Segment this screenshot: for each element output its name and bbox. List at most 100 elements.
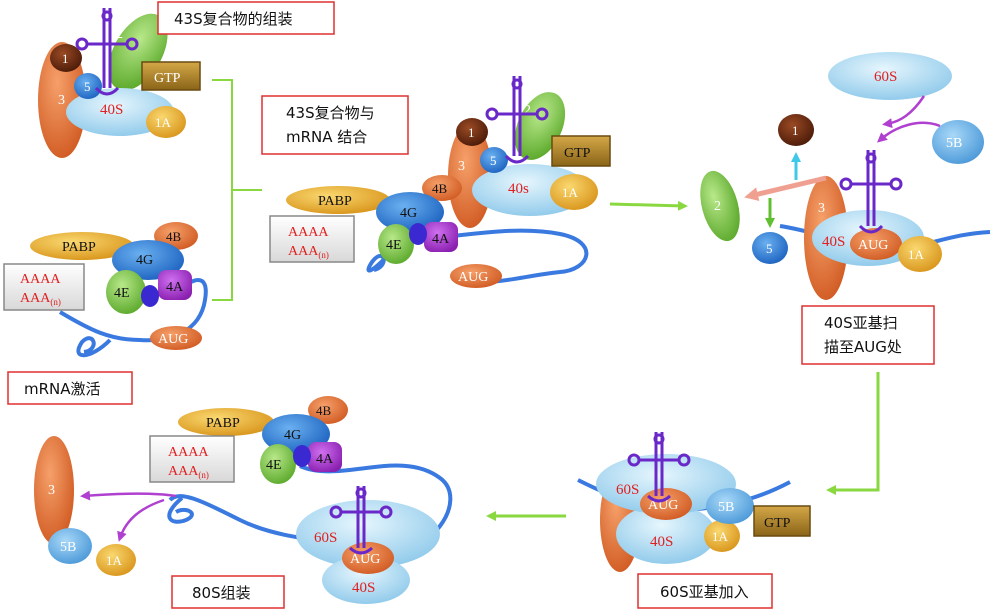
polya-box xyxy=(3,263,85,311)
arrow-release-2 xyxy=(744,175,827,201)
eif5b-label-free: 5B xyxy=(946,136,962,151)
cap-shape-6 xyxy=(293,445,311,467)
panel-43s-binding: 3 2 40s 1 5 1A GTP PABP 4B 4G 4E 4A xyxy=(269,76,611,288)
label-mrna-activation: mRNA激活 xyxy=(7,371,133,405)
aug-shape-2 xyxy=(450,264,502,288)
pabp-shape-2 xyxy=(286,186,390,214)
arrow-60s-release xyxy=(882,95,926,129)
eif1a-label-4: 1A xyxy=(908,247,925,262)
eif4a-shape-6 xyxy=(308,442,342,472)
cap-shape xyxy=(141,285,159,307)
panel-60s-joining: 40S 60S AUG 1A 5B GTP xyxy=(577,432,811,572)
eif1-label-released: 1 xyxy=(792,123,799,138)
eif5-label-2: 5 xyxy=(490,153,497,168)
pabp-label-2: PABP xyxy=(318,194,352,209)
eif1a-label-2: 1A xyxy=(562,185,579,200)
trna-icon-5 xyxy=(627,432,691,503)
arrow-scanning-to-60s-join xyxy=(826,372,880,495)
eif5b-shape-5 xyxy=(706,488,754,524)
polya-line1: AAAA xyxy=(20,272,61,287)
polya-line2-2: AAA(n) xyxy=(288,244,329,260)
aug-shape xyxy=(150,326,202,350)
eif4e-shape-6 xyxy=(260,444,296,484)
eif1a-shape-4 xyxy=(898,236,942,272)
eif4e-label-2: 4E xyxy=(386,238,402,253)
eif4b-shape-2 xyxy=(422,175,462,201)
label-60s-joining-text: 60S亚基加入 xyxy=(660,583,749,601)
label-40s-scanning-line1: 40S亚基扫 xyxy=(824,314,898,332)
eif4e-label: 4E xyxy=(114,286,130,301)
eif5b-shape-6 xyxy=(48,528,92,564)
eif5-shape-2 xyxy=(480,147,508,173)
gtp-box-2 xyxy=(551,135,611,167)
eif1a-label-5: 1A xyxy=(712,529,729,544)
polya-line2: AAA(n) xyxy=(20,291,61,307)
eif5-label-released: 5 xyxy=(766,241,773,256)
eif1-label: 1 xyxy=(62,51,69,66)
eif4e-label-6: 4E xyxy=(266,458,282,473)
eif5b-label-5: 5B xyxy=(718,500,734,515)
label-43s-binding-line1: 43S复合物与 xyxy=(286,104,375,122)
polya-line1-2: AAAA xyxy=(288,225,329,240)
eif1-label-2: 1 xyxy=(468,125,475,140)
merge-bracket xyxy=(212,79,262,301)
eif3-label-4: 3 xyxy=(818,201,825,216)
trna-icon-6 xyxy=(329,486,393,555)
panel-80s-assembly: 60S 40S AUG PABP 4B 4G 4E 4A AAAA AAA(n)… xyxy=(34,396,453,604)
mrna-strand-2 xyxy=(366,228,589,284)
60s-subunit-5 xyxy=(596,454,736,514)
eif5-label: 5 xyxy=(84,79,91,94)
eif2-shape-released xyxy=(700,170,740,242)
trna-icon xyxy=(75,8,139,96)
eif1a-label: 1A xyxy=(155,115,172,130)
60s-label-free: 60S xyxy=(874,69,897,85)
gtp-label-2: GTP xyxy=(564,146,591,161)
eif1a-shape xyxy=(146,106,186,138)
pabp-shape xyxy=(30,232,134,260)
panel-43s-assembly: 3 2 40S 1 5 1A GTP xyxy=(38,8,201,158)
eif4a-shape xyxy=(158,270,192,300)
label-40s-scanning: 40S亚基扫 描至AUG处 xyxy=(801,305,935,365)
eif4b-shape-6 xyxy=(308,396,348,424)
eif4g-label: 4G xyxy=(136,253,153,268)
polya-line2-6: AAA(n) xyxy=(168,464,209,480)
aug-label-6: AUG xyxy=(350,552,380,567)
label-43s-binding: 43S复合物与 mRNA 结合 xyxy=(261,95,409,155)
arrow-binding-to-scanning xyxy=(609,200,688,211)
aug-shape-4 xyxy=(850,228,902,260)
eif4g-shape-2 xyxy=(376,192,444,232)
gtp-box xyxy=(141,61,201,91)
arrow-eif5b-release xyxy=(117,498,165,542)
panel-40s-scanning: 60S 5B 3 40S AUG 1A 2 1 5 xyxy=(700,52,991,300)
eif3-label-6: 3 xyxy=(48,483,55,498)
eif1-shape-released xyxy=(778,114,814,146)
eif3-label: 3 xyxy=(58,93,65,108)
gtp-label: GTP xyxy=(154,71,181,86)
gtp-box-5 xyxy=(753,505,811,537)
eif1a-shape-2 xyxy=(550,174,598,210)
eif4g-label-2: 4G xyxy=(400,206,417,221)
eif1-shape-2 xyxy=(456,118,488,146)
eif5-shape-released xyxy=(752,232,788,264)
aug-label-2: AUG xyxy=(458,270,488,285)
40s-label-2: 40s xyxy=(508,181,529,197)
aug-label: AUG xyxy=(158,332,188,347)
arrow-eif3-release xyxy=(80,490,177,501)
arrow-5b-release xyxy=(876,121,941,143)
60s-label-6: 60S xyxy=(314,530,337,546)
eif4a-label-2: 4A xyxy=(432,232,450,247)
eif3-label-2: 3 xyxy=(458,159,465,174)
label-43s-assembly-text: 43S复合物的组装 xyxy=(174,10,293,28)
40s-label-5: 40S xyxy=(650,534,673,550)
eif2-label-released: 2 xyxy=(714,199,721,214)
trna-icon-4 xyxy=(839,150,903,234)
eif1a-label-6: 1A xyxy=(106,553,123,568)
trna-icon-2 xyxy=(485,76,549,164)
eif5b-shape-free xyxy=(932,120,984,164)
gtp-label-5: GTP xyxy=(764,516,791,531)
eif1a-shape-5 xyxy=(704,520,740,552)
eif4e-shape xyxy=(106,270,146,314)
40s-label-4: 40S xyxy=(822,234,845,250)
aug-shape-5 xyxy=(640,488,692,520)
